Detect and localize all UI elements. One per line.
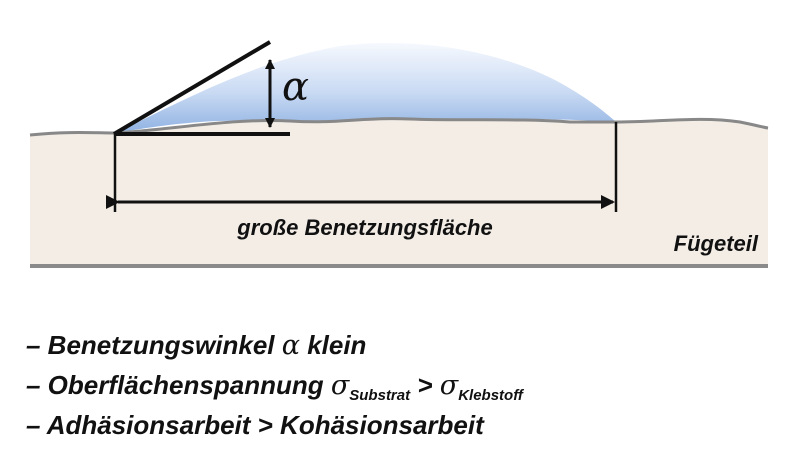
bullet-text: klein — [299, 330, 367, 360]
bullet-wetting-angle: – Benetzungswinkel α klein — [26, 330, 786, 370]
substrate-body — [30, 118, 768, 266]
bullet-text: – Adhäsionsarbeit > Kohäsionsarbeit — [26, 410, 484, 440]
bullet-surface-tension: – Oberflächenspannung σSubstrat > σKlebs… — [26, 370, 786, 410]
property-list: – Benetzungswinkel α klein – Oberflächen… — [26, 330, 786, 450]
alpha-symbol: α — [281, 330, 300, 361]
sigma-symbol: σ — [330, 370, 350, 401]
subscript-adhesive: Klebstoff — [458, 387, 523, 404]
tangent-line — [112, 40, 272, 136]
dimension-label: große Benetzungsfläche — [236, 215, 492, 240]
greater-than: > — [410, 370, 440, 400]
wetting-diagram: α große Benetzungsfläche Fügeteil — [29, 40, 769, 268]
part-label: Fügeteil — [674, 231, 759, 256]
droplet — [115, 43, 616, 133]
subscript-substrate: Substrat — [349, 387, 411, 404]
bullet-text: – Benetzungswinkel — [26, 330, 282, 360]
bullet-work-of-adhesion: – Adhäsionsarbeit > Kohäsionsarbeit — [26, 410, 786, 450]
angle-symbol: α — [282, 64, 309, 110]
sigma-symbol: σ — [439, 370, 459, 401]
bullet-text: – Oberflächenspannung — [26, 370, 331, 400]
